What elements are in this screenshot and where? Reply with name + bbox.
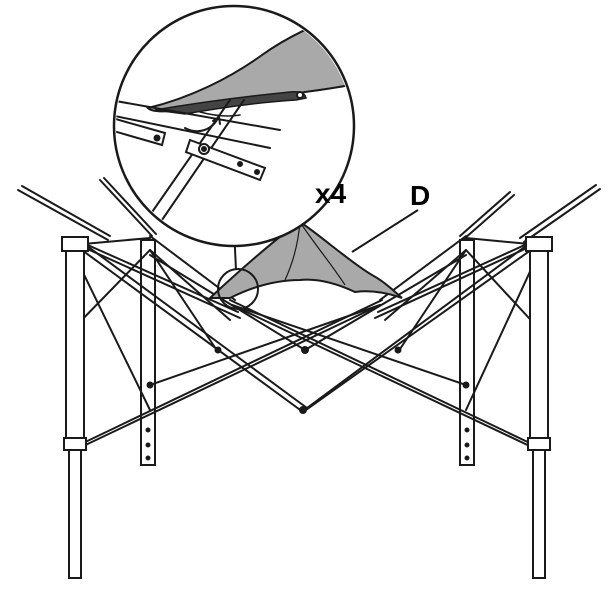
detail-target-circle — [217, 268, 259, 310]
magnified-detail — [112, 4, 356, 248]
count-label: x4 — [315, 178, 347, 209]
front-right-leg — [525, 236, 553, 579]
truss-frame — [17, 177, 601, 451]
part-d-leader-line — [351, 209, 419, 253]
back-right-leg — [459, 239, 475, 466]
part-d-label: D — [410, 180, 430, 211]
front-left-leg — [61, 236, 89, 579]
